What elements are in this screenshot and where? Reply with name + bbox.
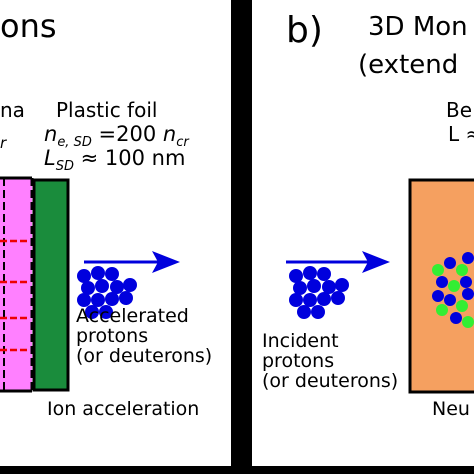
proton <box>317 267 331 281</box>
neutron <box>436 304 448 316</box>
thickness-var: L <box>44 146 56 170</box>
panel-monte-carlo: b) 3D Mon (extend Be L ≈ Incident proton… <box>252 0 474 466</box>
proton <box>85 305 99 319</box>
proton <box>450 312 462 324</box>
proton <box>123 278 137 292</box>
proton <box>105 292 119 306</box>
right-title-line2: (extend <box>358 50 459 80</box>
neutron <box>456 264 468 276</box>
beryllium-label: Be <box>446 98 473 122</box>
density-sub: e, SD <box>57 135 92 151</box>
neutron <box>456 300 468 312</box>
proton <box>91 266 105 280</box>
proton <box>289 293 303 307</box>
target-particle-cluster <box>432 252 474 328</box>
right-caption-fragment: Neu <box>432 398 470 420</box>
accelerated-label-line2: protons <box>76 325 149 347</box>
proton <box>317 292 331 306</box>
proton <box>77 293 91 307</box>
proton <box>110 280 124 294</box>
proton <box>303 293 317 307</box>
plasma-region <box>0 178 32 392</box>
proton <box>331 291 345 305</box>
proton <box>444 294 456 306</box>
right-panel-graphics <box>286 178 474 394</box>
incident-arrow-head <box>362 251 390 273</box>
panel-letter: b) <box>286 10 323 51</box>
proton <box>297 305 311 319</box>
accelerated-label-line1: Accelerated <box>76 305 189 327</box>
proton <box>462 252 474 264</box>
foil-label: Plastic foil <box>56 98 158 122</box>
foil-thickness: LSD ≈ 100 nm <box>44 146 185 174</box>
proton <box>81 281 95 295</box>
plasma-label-fragment: na <box>0 98 25 122</box>
proton <box>119 291 133 305</box>
density-var: n <box>44 122 58 146</box>
proton <box>462 288 474 300</box>
incident-proton-cluster <box>289 266 349 319</box>
proton <box>307 279 321 293</box>
plasma-sub-fragment: r <box>0 134 7 152</box>
neutron <box>432 264 444 276</box>
proton <box>311 305 325 319</box>
left-panel-graphics <box>0 176 180 393</box>
proton <box>99 305 113 319</box>
left-title-fragment: ons <box>0 7 57 45</box>
ion-acceleration-caption: Ion acceleration <box>47 398 200 420</box>
foil-density: ne, SD =200 ncr <box>44 122 189 150</box>
plastic-foil <box>32 178 70 392</box>
proton <box>335 278 349 292</box>
proton <box>444 257 456 269</box>
neutron <box>448 280 460 292</box>
accelerated-proton-cluster <box>77 266 137 319</box>
proton <box>322 280 336 294</box>
panel-ion-acceleration: ons na r Plastic foil ne, SD =200 ncr LS… <box>0 0 231 466</box>
target-length-label: L ≈ <box>448 122 474 146</box>
thickness-eq: ≈ 100 nm <box>73 146 186 170</box>
proton <box>293 281 307 295</box>
density-unit-var: n <box>162 122 177 146</box>
proton <box>91 293 105 307</box>
density-eq: =200 <box>91 122 163 146</box>
proton <box>289 269 303 283</box>
incident-label-line2: protons <box>262 350 335 372</box>
proton <box>460 276 472 288</box>
density-unit-sub: cr <box>176 135 189 151</box>
proton <box>432 290 444 302</box>
acceleration-arrow-head <box>152 251 180 273</box>
proton <box>436 276 448 288</box>
neutron <box>462 316 474 328</box>
right-title-line1: 3D Mon <box>368 12 468 42</box>
proton <box>303 266 317 280</box>
thickness-sub: SD <box>55 159 74 175</box>
proton <box>105 267 119 281</box>
incident-label-line3: (or deuterons) <box>262 370 399 392</box>
proton <box>77 269 91 283</box>
accelerated-label-line3: (or deuterons) <box>76 345 213 367</box>
proton <box>95 279 109 293</box>
incident-label-line1: Incident <box>262 330 339 352</box>
